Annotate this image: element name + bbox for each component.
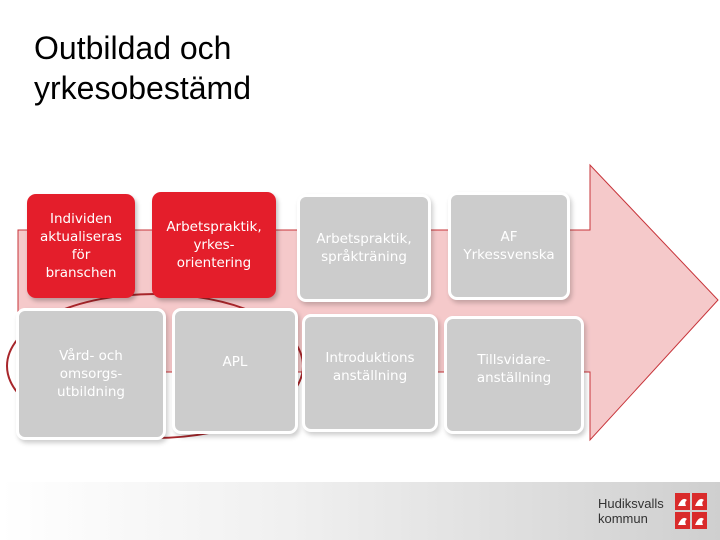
step-apl: APL bbox=[172, 308, 298, 434]
logo-line2: kommun bbox=[598, 511, 648, 526]
step-arbetspraktik-yrkes: Arbetspraktik,yrkes-orientering bbox=[152, 192, 276, 298]
logo-text: Hudiksvalls kommun bbox=[598, 496, 664, 526]
step-tillsvidare: Tillsvidare-anställning bbox=[444, 316, 584, 434]
logo-line1: Hudiksvalls bbox=[598, 496, 664, 511]
step-arbetspraktik-sprak: Arbetspraktik,språkträning bbox=[297, 194, 431, 302]
footer-band bbox=[0, 482, 720, 540]
hudiksvall-crest-icon bbox=[675, 493, 707, 529]
hudiksvall-logo: Hudiksvalls kommun bbox=[598, 492, 708, 532]
